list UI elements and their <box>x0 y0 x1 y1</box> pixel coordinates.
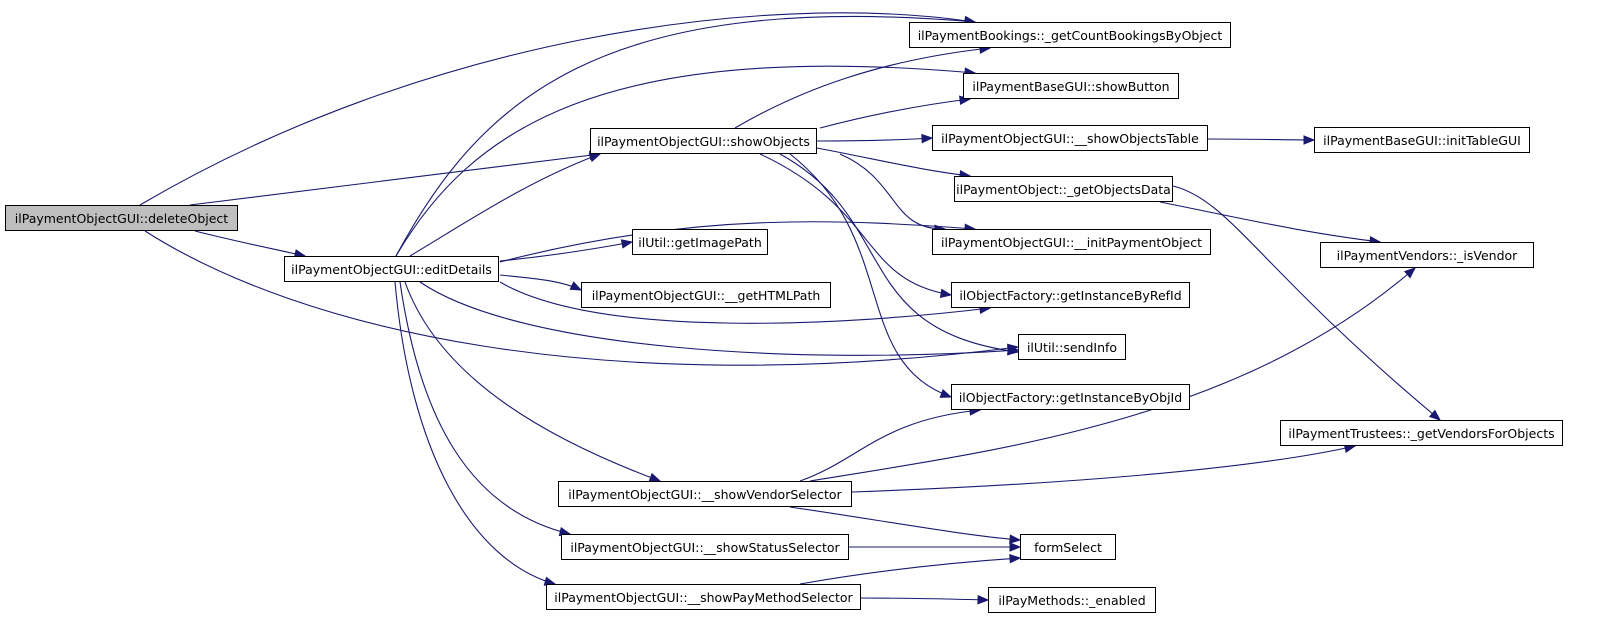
arrowhead-icon <box>1428 409 1442 421</box>
node-vendors-for-objects[interactable]: ilPaymentTrustees::_getVendorsForObjects <box>1280 420 1563 446</box>
arrowhead-icon <box>1009 542 1022 552</box>
node-is-vendor[interactable]: ilPaymentVendors::_isVendor <box>1320 242 1534 268</box>
edge-editDetails-to-sendInfo <box>419 281 1019 356</box>
edge-getObjectsData-to-isVendor <box>1159 201 1381 243</box>
edge-showObjectsTable-to-initTableGUI <box>1207 138 1315 141</box>
edge-vendorSelector-to-formSelect <box>789 506 1021 541</box>
node-get-h-t-m-l-path[interactable]: ilPaymentObjectGUI::__getHTMLPath <box>581 282 831 308</box>
edge-showObjects-to-byRefId <box>759 153 952 296</box>
node-status-selector[interactable]: ilPaymentObjectGUI::__showStatusSelector <box>561 534 849 560</box>
edge-editDetails-to-showButton <box>395 65 976 257</box>
node-pay-method-selector[interactable]: ilPaymentObjectGUI::__showPayMethodSelec… <box>546 584 861 610</box>
node-show-button[interactable]: ilPaymentBaseGUI::showButton <box>963 73 1179 99</box>
edge-editDetails-to-payMethodSelector <box>394 281 556 585</box>
arrowhead-icon <box>921 133 934 144</box>
edge-showObjects-to-countBookings <box>734 47 991 129</box>
node-get-objects-data[interactable]: ilPaymentObject::_getObjectsData <box>954 176 1173 202</box>
arrowhead-icon <box>620 239 634 249</box>
node-by-obj-id[interactable]: ilObjectFactory::getInstanceByObjId <box>951 384 1190 410</box>
edge-vendorSelector-to-vendorsForObjects <box>851 445 1356 493</box>
edge-editDetails-to-byRefId <box>499 281 991 324</box>
edge-editDetails-to-showObjects <box>409 153 601 257</box>
node-init-table-g-u-i[interactable]: ilPaymentBaseGUI::initTableGUI <box>1314 127 1530 153</box>
node-get-image-path[interactable]: ilUtil::getImagePath <box>632 229 768 255</box>
arrowhead-icon <box>939 388 953 398</box>
edge-showObjects-to-showButton <box>819 98 971 129</box>
edge-showObjects-to-showObjectsTable <box>816 137 933 142</box>
edge-deleteObject-to-editDetails <box>194 230 306 257</box>
node-count-bookings[interactable]: ilPaymentBookings::_getCountBookingsByOb… <box>909 22 1231 48</box>
edge-deleteObject-to-showObjects <box>189 153 601 206</box>
edge-showObjects-to-getObjectsData <box>816 147 971 177</box>
edge-payMethodSelector-to-formSelect <box>799 557 1021 585</box>
node-init-payment-object[interactable]: ilPaymentObjectGUI::__initPaymentObject <box>932 229 1211 255</box>
arrowhead-icon <box>588 153 602 163</box>
arrowhead-icon <box>569 281 583 291</box>
arrowhead-icon <box>1009 534 1022 544</box>
arrowhead-icon <box>1009 553 1022 564</box>
arrowhead-icon <box>939 288 953 298</box>
edge-editDetails-to-vendorSelector <box>404 281 661 482</box>
edge-showObjects-to-initPaymentObject <box>839 153 946 230</box>
arrowhead-icon <box>1006 345 1020 356</box>
node-form-select[interactable]: formSelect <box>1020 534 1116 560</box>
edge-editDetails-to-getHTMLPath <box>499 274 582 291</box>
node-show-objects-table[interactable]: ilPaymentObjectGUI::__showObjectsTable <box>932 125 1208 151</box>
arrowhead-icon <box>1403 267 1417 279</box>
edge-getObjectsData-to-vendorsForObjects <box>1172 185 1441 421</box>
edge-deleteObject-to-sendInfo <box>144 230 1019 366</box>
node-send-info[interactable]: ilUtil::sendInfo <box>1018 334 1126 360</box>
edge-payMethodSelector-to-payMethodsEnabled <box>860 597 989 601</box>
node-by-ref-id[interactable]: ilObjectFactory::getInstanceByRefId <box>951 282 1190 308</box>
node-vendor-selector[interactable]: ilPaymentObjectGUI::__showVendorSelector <box>558 481 852 507</box>
edge-vendorSelector-to-byObjId <box>799 409 981 482</box>
edge-deleteObject-to-countBookings <box>139 12 976 206</box>
arrowhead-icon <box>977 594 990 605</box>
node-show-objects[interactable]: ilPaymentObjectGUI::showObjects <box>590 128 817 154</box>
node-edit-details[interactable]: ilPaymentObjectGUI::editDetails <box>284 256 499 282</box>
edge-editDetails-to-countBookings <box>395 15 976 257</box>
node-pay-methods-enabled[interactable]: ilPayMethods::_enabled <box>988 587 1156 613</box>
edge-editDetails-to-statusSelector <box>399 281 571 535</box>
edge-showObjects-to-byObjId <box>789 153 952 398</box>
edge-vendorSelector-to-isVendor <box>809 267 1416 482</box>
arrowhead-icon <box>1303 135 1316 145</box>
edge-editDetails-to-getImagePath <box>499 241 633 262</box>
node-delete-object: ilPaymentObjectGUI::deleteObject <box>5 205 238 231</box>
